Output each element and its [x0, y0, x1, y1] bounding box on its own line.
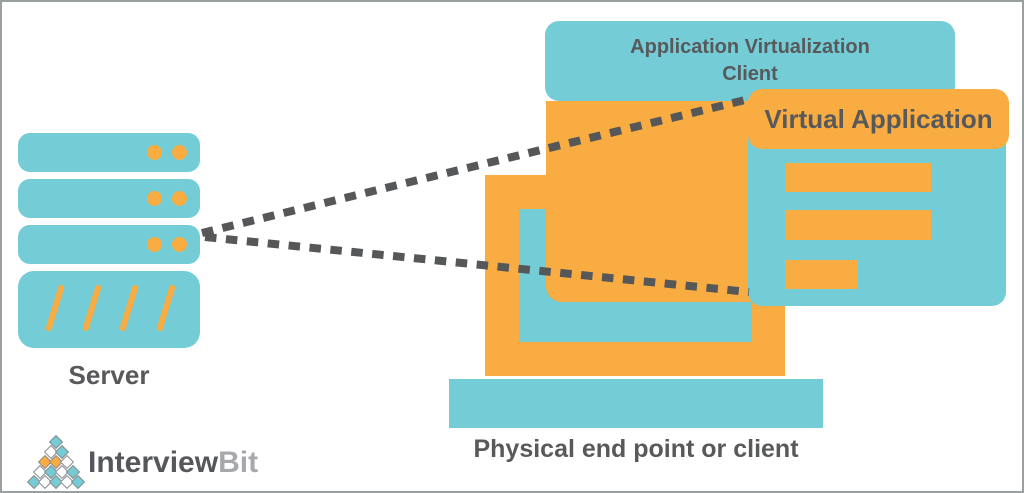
- virtual-app-content-bar: [785, 210, 931, 240]
- server-led-dot: [172, 145, 187, 160]
- server-led-dot: [147, 145, 162, 160]
- client-app-window: [546, 101, 751, 302]
- virtual-app-titlebar: Virtual Application: [748, 89, 1009, 149]
- server-unit: [18, 225, 200, 264]
- server-led-dot: [172, 191, 187, 206]
- logo-pyramid-icon: [2, 2, 112, 491]
- server-vent-slash: [118, 284, 139, 332]
- logo-text-primary: Interview: [88, 446, 219, 479]
- endpoint-label: Physical end point or client: [473, 435, 799, 463]
- endpoint-base: [449, 379, 823, 428]
- server-vent-slash: [155, 284, 176, 332]
- server-led-dot: [172, 237, 187, 252]
- client-box-title-line1: Application Virtualization: [630, 36, 870, 58]
- server-base-unit: [18, 271, 200, 348]
- server-unit: [18, 133, 200, 172]
- server-led-dot: [147, 191, 162, 206]
- virtual-app-title: Virtual Application: [764, 103, 993, 134]
- virtual-app-content-bar: [785, 260, 858, 289]
- server-led-dot: [147, 237, 162, 252]
- logo-text-secondary: Bit: [218, 446, 259, 479]
- client-box-title-line2: Client: [722, 63, 778, 85]
- server-unit: [18, 179, 200, 218]
- server-label: Server: [68, 360, 150, 390]
- app-virtualization-client-box: Application Virtualization Client: [545, 21, 955, 101]
- virtual-app-content-bar: [785, 163, 931, 192]
